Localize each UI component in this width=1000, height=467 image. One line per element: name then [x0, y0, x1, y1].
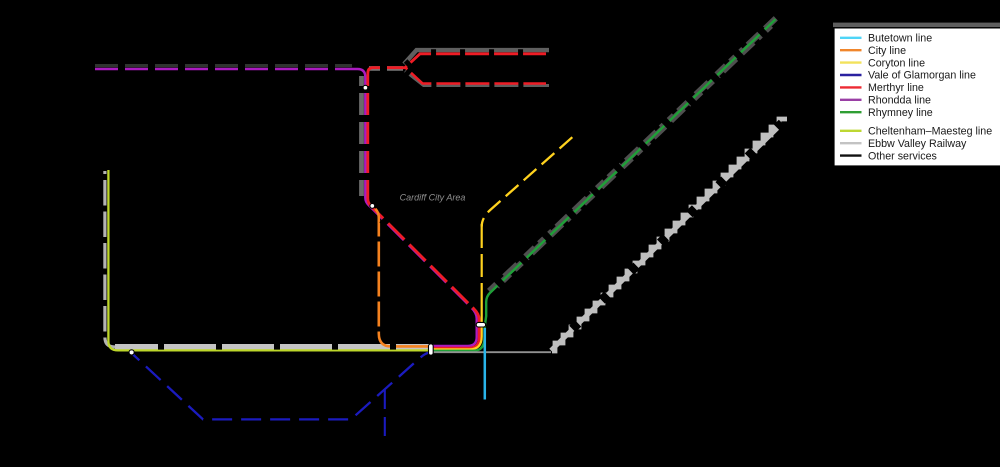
svg-text:Vale of Glamorgan line: Vale of Glamorgan line [868, 70, 976, 82]
svg-text:City line: City line [868, 45, 906, 57]
svg-text:Butetown line: Butetown line [868, 33, 932, 45]
svg-text:Cheltenham–Maesteg line: Cheltenham–Maesteg line [868, 126, 992, 138]
svg-text:Cardiff City Area: Cardiff City Area [400, 193, 466, 203]
svg-text:Rhondda line: Rhondda line [868, 95, 931, 107]
svg-text:Ebbw Valley Railway: Ebbw Valley Railway [868, 138, 967, 150]
svg-text:Coryton line: Coryton line [868, 57, 925, 69]
svg-text:Rhymney line: Rhymney line [868, 107, 933, 119]
svg-text:Other services: Other services [868, 150, 937, 162]
svg-text:Merthyr line: Merthyr line [868, 82, 924, 94]
